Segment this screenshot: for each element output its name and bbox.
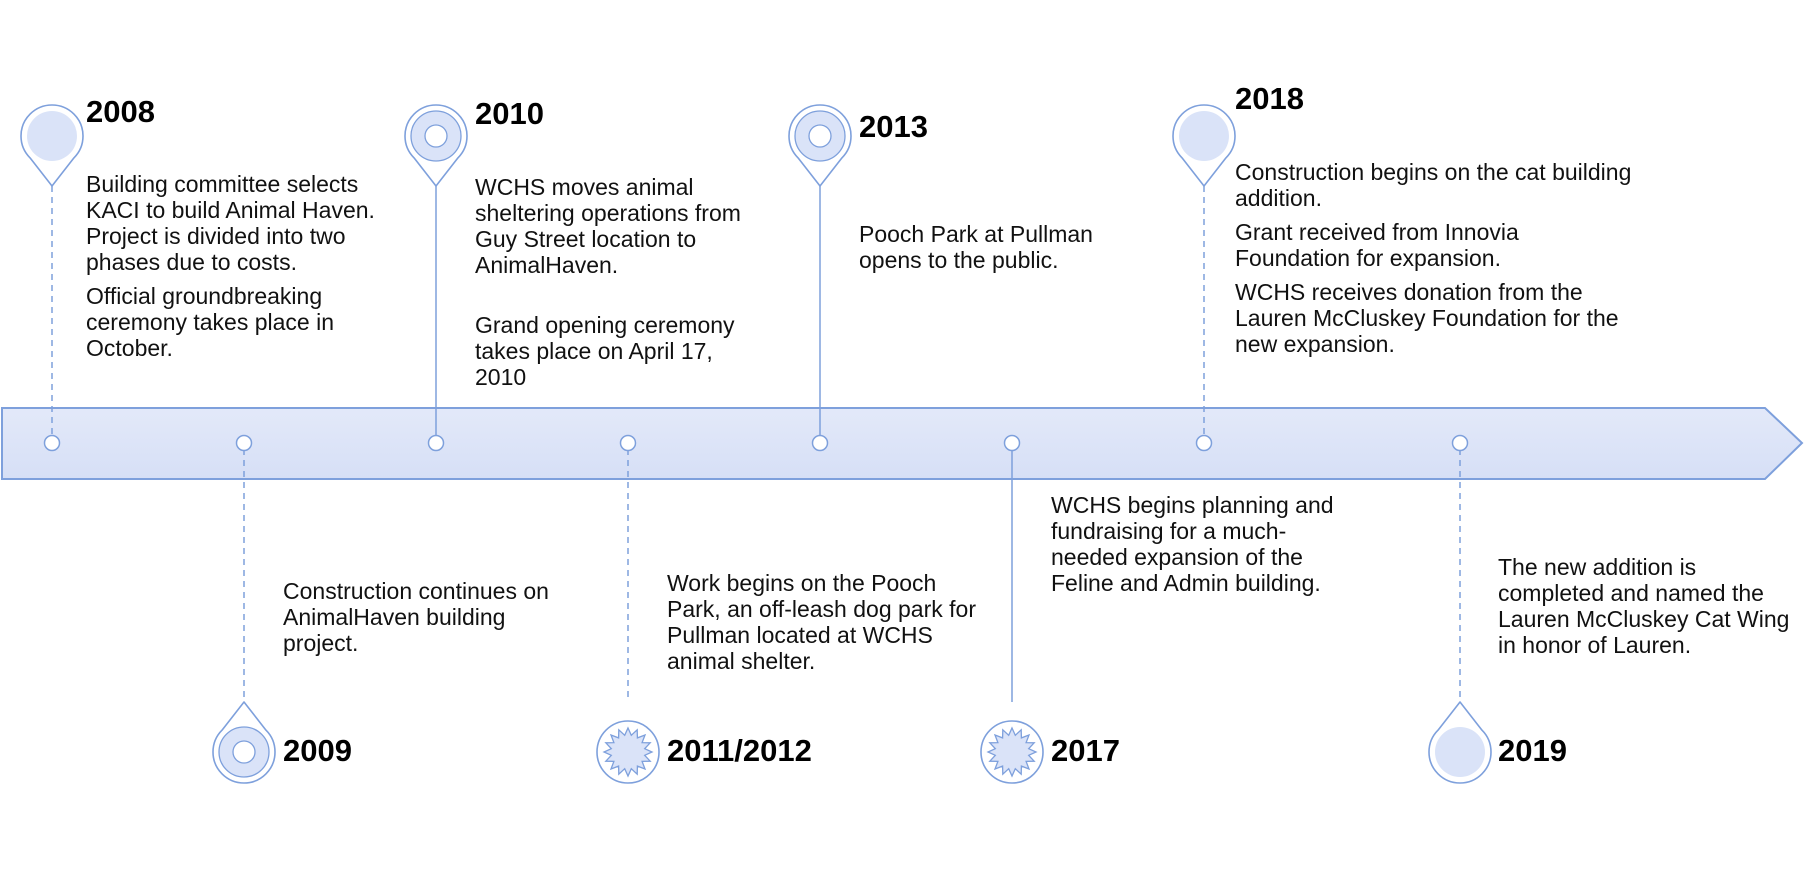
milestone-text-2011-2012: Work begins on the Pooch Park, an off-le… — [667, 570, 977, 682]
milestone-text-2009: Construction continues on AnimalHaven bu… — [283, 578, 583, 664]
milestone-year-2019: 2019 — [1498, 733, 1567, 768]
milestone-paragraph: Grand opening ceremony takes place on Ap… — [475, 312, 735, 390]
axis-dot-2009 — [235, 434, 253, 452]
connectors-layer — [51, 186, 1461, 702]
milestone-year-2013: 2013 — [859, 109, 928, 144]
milestone-year-2011-2012: 2011/2012 — [667, 733, 812, 768]
ring-pin-icon-2013 — [788, 104, 852, 187]
axis-dot-2008 — [43, 434, 61, 452]
milestone-year-2017: 2017 — [1051, 733, 1120, 768]
milestone-text-2010: WCHS moves animal sheltering operations … — [475, 174, 765, 398]
starburst-badge-icon-2017 — [980, 720, 1044, 784]
milestone-paragraph: The new addition is completed and named … — [1498, 554, 1790, 658]
milestone-text-2019: The new addition is completed and named … — [1498, 554, 1798, 666]
milestone-paragraph: WCHS begins planning and fundraising for… — [1051, 492, 1334, 596]
milestone-year-2008: 2008 — [86, 94, 155, 129]
axis-dot-2017 — [1003, 434, 1021, 452]
milestone-paragraph: Construction begins on the cat building … — [1235, 159, 1632, 211]
milestone-paragraph: Pooch Park at Pullman opens to the publi… — [859, 221, 1093, 273]
milestone-paragraph: Grant received from Innovia Foundation f… — [1235, 219, 1519, 271]
milestone-text-2017: WCHS begins planning and fundraising for… — [1051, 492, 1341, 604]
teardrop-pin-icon-2018 — [1172, 104, 1236, 187]
ring-pin-icon-2010 — [404, 104, 468, 187]
milestone-paragraph: Construction continues on AnimalHaven bu… — [283, 578, 549, 656]
milestone-text-2013: Pooch Park at Pullman opens to the publi… — [859, 221, 1129, 281]
axis-dot-2010 — [427, 434, 445, 452]
milestone-year-2018: 2018 — [1235, 81, 1304, 116]
axis-dot-2011-2012 — [619, 434, 637, 452]
milestone-year-2010: 2010 — [475, 96, 544, 131]
timeline-arrow — [1, 407, 1804, 480]
milestone-paragraph: WCHS receives donation from the Lauren M… — [1235, 279, 1619, 357]
milestone-paragraph: WCHS moves animal sheltering operations … — [475, 174, 741, 278]
axis-dot-2019 — [1451, 434, 1469, 452]
ring-pin-icon-2009 — [212, 701, 276, 784]
milestone-text-2018: Construction begins on the cat building … — [1235, 159, 1635, 365]
teardrop-pin-icon-2008 — [20, 104, 84, 187]
axis-dot-2013 — [811, 434, 829, 452]
milestone-text-2008: Building committee selects KACI to build… — [86, 171, 376, 369]
milestone-paragraph: Official groundbreaking ceremony takes p… — [86, 283, 335, 361]
milestone-paragraph: Building committee selects KACI to build… — [86, 171, 375, 275]
starburst-badge-icon-2011-2012 — [596, 720, 660, 784]
markers-layer — [20, 104, 1492, 784]
teardrop-pin-icon-2019 — [1428, 701, 1492, 784]
milestone-paragraph: Work begins on the Pooch Park, an off-le… — [667, 570, 976, 674]
milestone-year-2009: 2009 — [283, 733, 352, 768]
axis-dot-2018 — [1195, 434, 1213, 452]
